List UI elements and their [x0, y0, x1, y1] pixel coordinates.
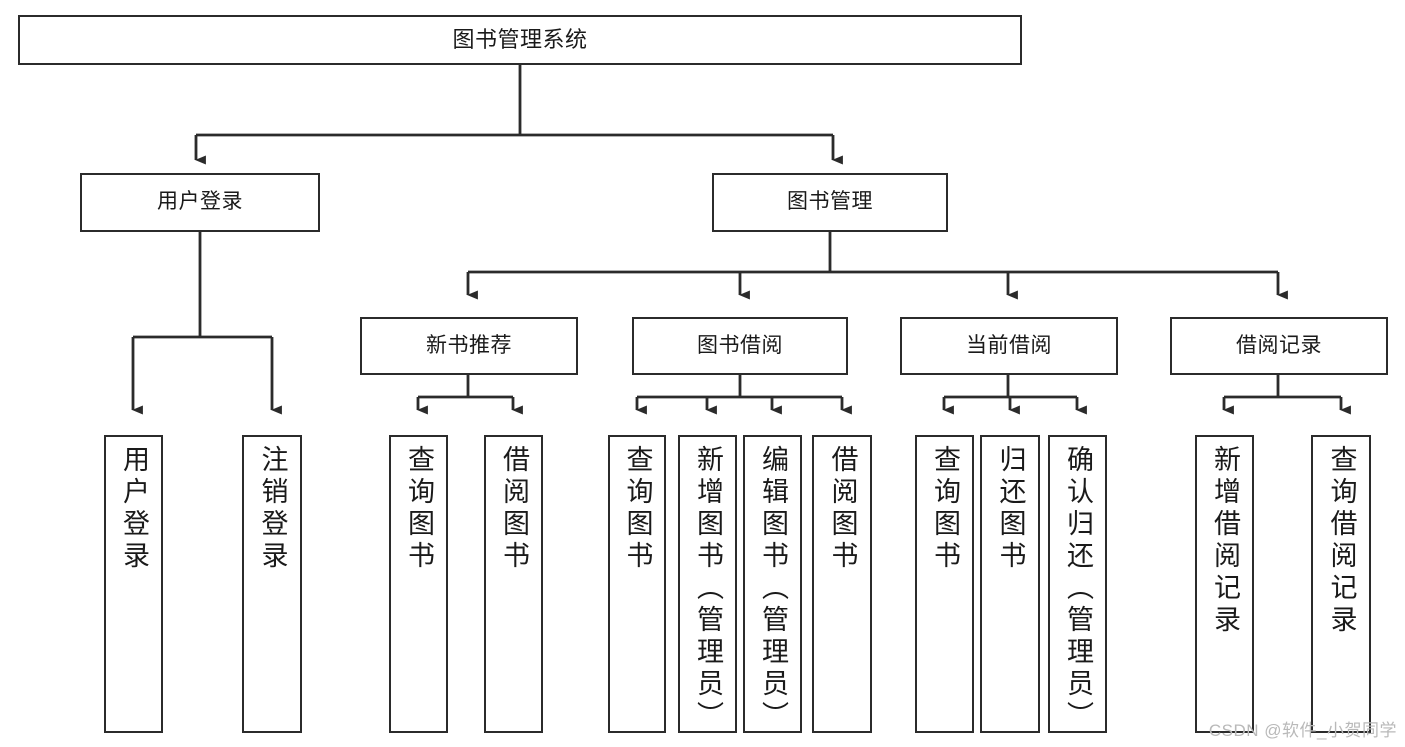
node-leaf-query-book-recommend[interactable]: 查询图书 [389, 435, 448, 733]
node-leaf-add-book-admin[interactable]: 新增图书（管理员） [678, 435, 737, 733]
node-leaf-query-book-borrow[interactable]: 查询图书 [608, 435, 666, 733]
node-leaf-confirm-return-admin[interactable]: 确认归还（管理员） [1048, 435, 1107, 733]
node-label: 新增借阅记录 [1210, 445, 1240, 637]
node-label: 借阅图书 [827, 445, 858, 573]
node-label: 注销登录 [257, 445, 288, 573]
node-label: 查询图书 [404, 445, 434, 573]
node-label: 编辑图书（管理员） [758, 445, 788, 733]
node-leaf-add-borrow-record[interactable]: 新增借阅记录 [1195, 435, 1254, 733]
node-leaf-borrow-book-recommend[interactable]: 借阅图书 [484, 435, 543, 733]
node-label: 借阅图书 [499, 445, 529, 573]
node-label: 归还图书 [995, 445, 1026, 573]
node-label: 用户登录 [119, 445, 149, 573]
node-label: 图书借阅 [697, 333, 783, 357]
node-book-management[interactable]: 图书管理 [712, 173, 948, 232]
node-borrow-record[interactable]: 借阅记录 [1170, 317, 1388, 375]
node-user-login[interactable]: 用户登录 [80, 173, 320, 232]
node-label: 图书管理 [787, 190, 873, 214]
node-label: 查询图书 [930, 445, 960, 573]
node-leaf-return-book[interactable]: 归还图书 [980, 435, 1040, 733]
node-current-borrow[interactable]: 当前借阅 [900, 317, 1118, 375]
node-label: 借阅记录 [1236, 333, 1322, 357]
node-leaf-query-book-current[interactable]: 查询图书 [915, 435, 974, 733]
node-leaf-borrow-book[interactable]: 借阅图书 [812, 435, 872, 733]
node-leaf-edit-book-admin[interactable]: 编辑图书（管理员） [743, 435, 802, 733]
node-root-book-management-system[interactable]: 图书管理系统 [18, 15, 1022, 65]
node-label: 当前借阅 [966, 333, 1052, 357]
node-label: 查询图书 [622, 445, 653, 573]
node-label: 新增图书（管理员） [693, 445, 723, 733]
node-label: 确认归还（管理员） [1063, 445, 1093, 733]
node-book-borrow[interactable]: 图书借阅 [632, 317, 848, 375]
csdn-watermark: CSDN @软件_小贺同学 [1208, 721, 1397, 740]
node-label: 查询借阅记录 [1326, 445, 1357, 637]
node-label: 用户登录 [157, 190, 243, 214]
node-leaf-user-login[interactable]: 用户登录 [104, 435, 163, 733]
node-leaf-query-borrow-record[interactable]: 查询借阅记录 [1311, 435, 1371, 733]
node-new-book-recommendation[interactable]: 新书推荐 [360, 317, 578, 375]
node-label: 新书推荐 [426, 333, 512, 357]
node-label: 图书管理系统 [452, 27, 588, 53]
node-leaf-logout[interactable]: 注销登录 [242, 435, 302, 733]
